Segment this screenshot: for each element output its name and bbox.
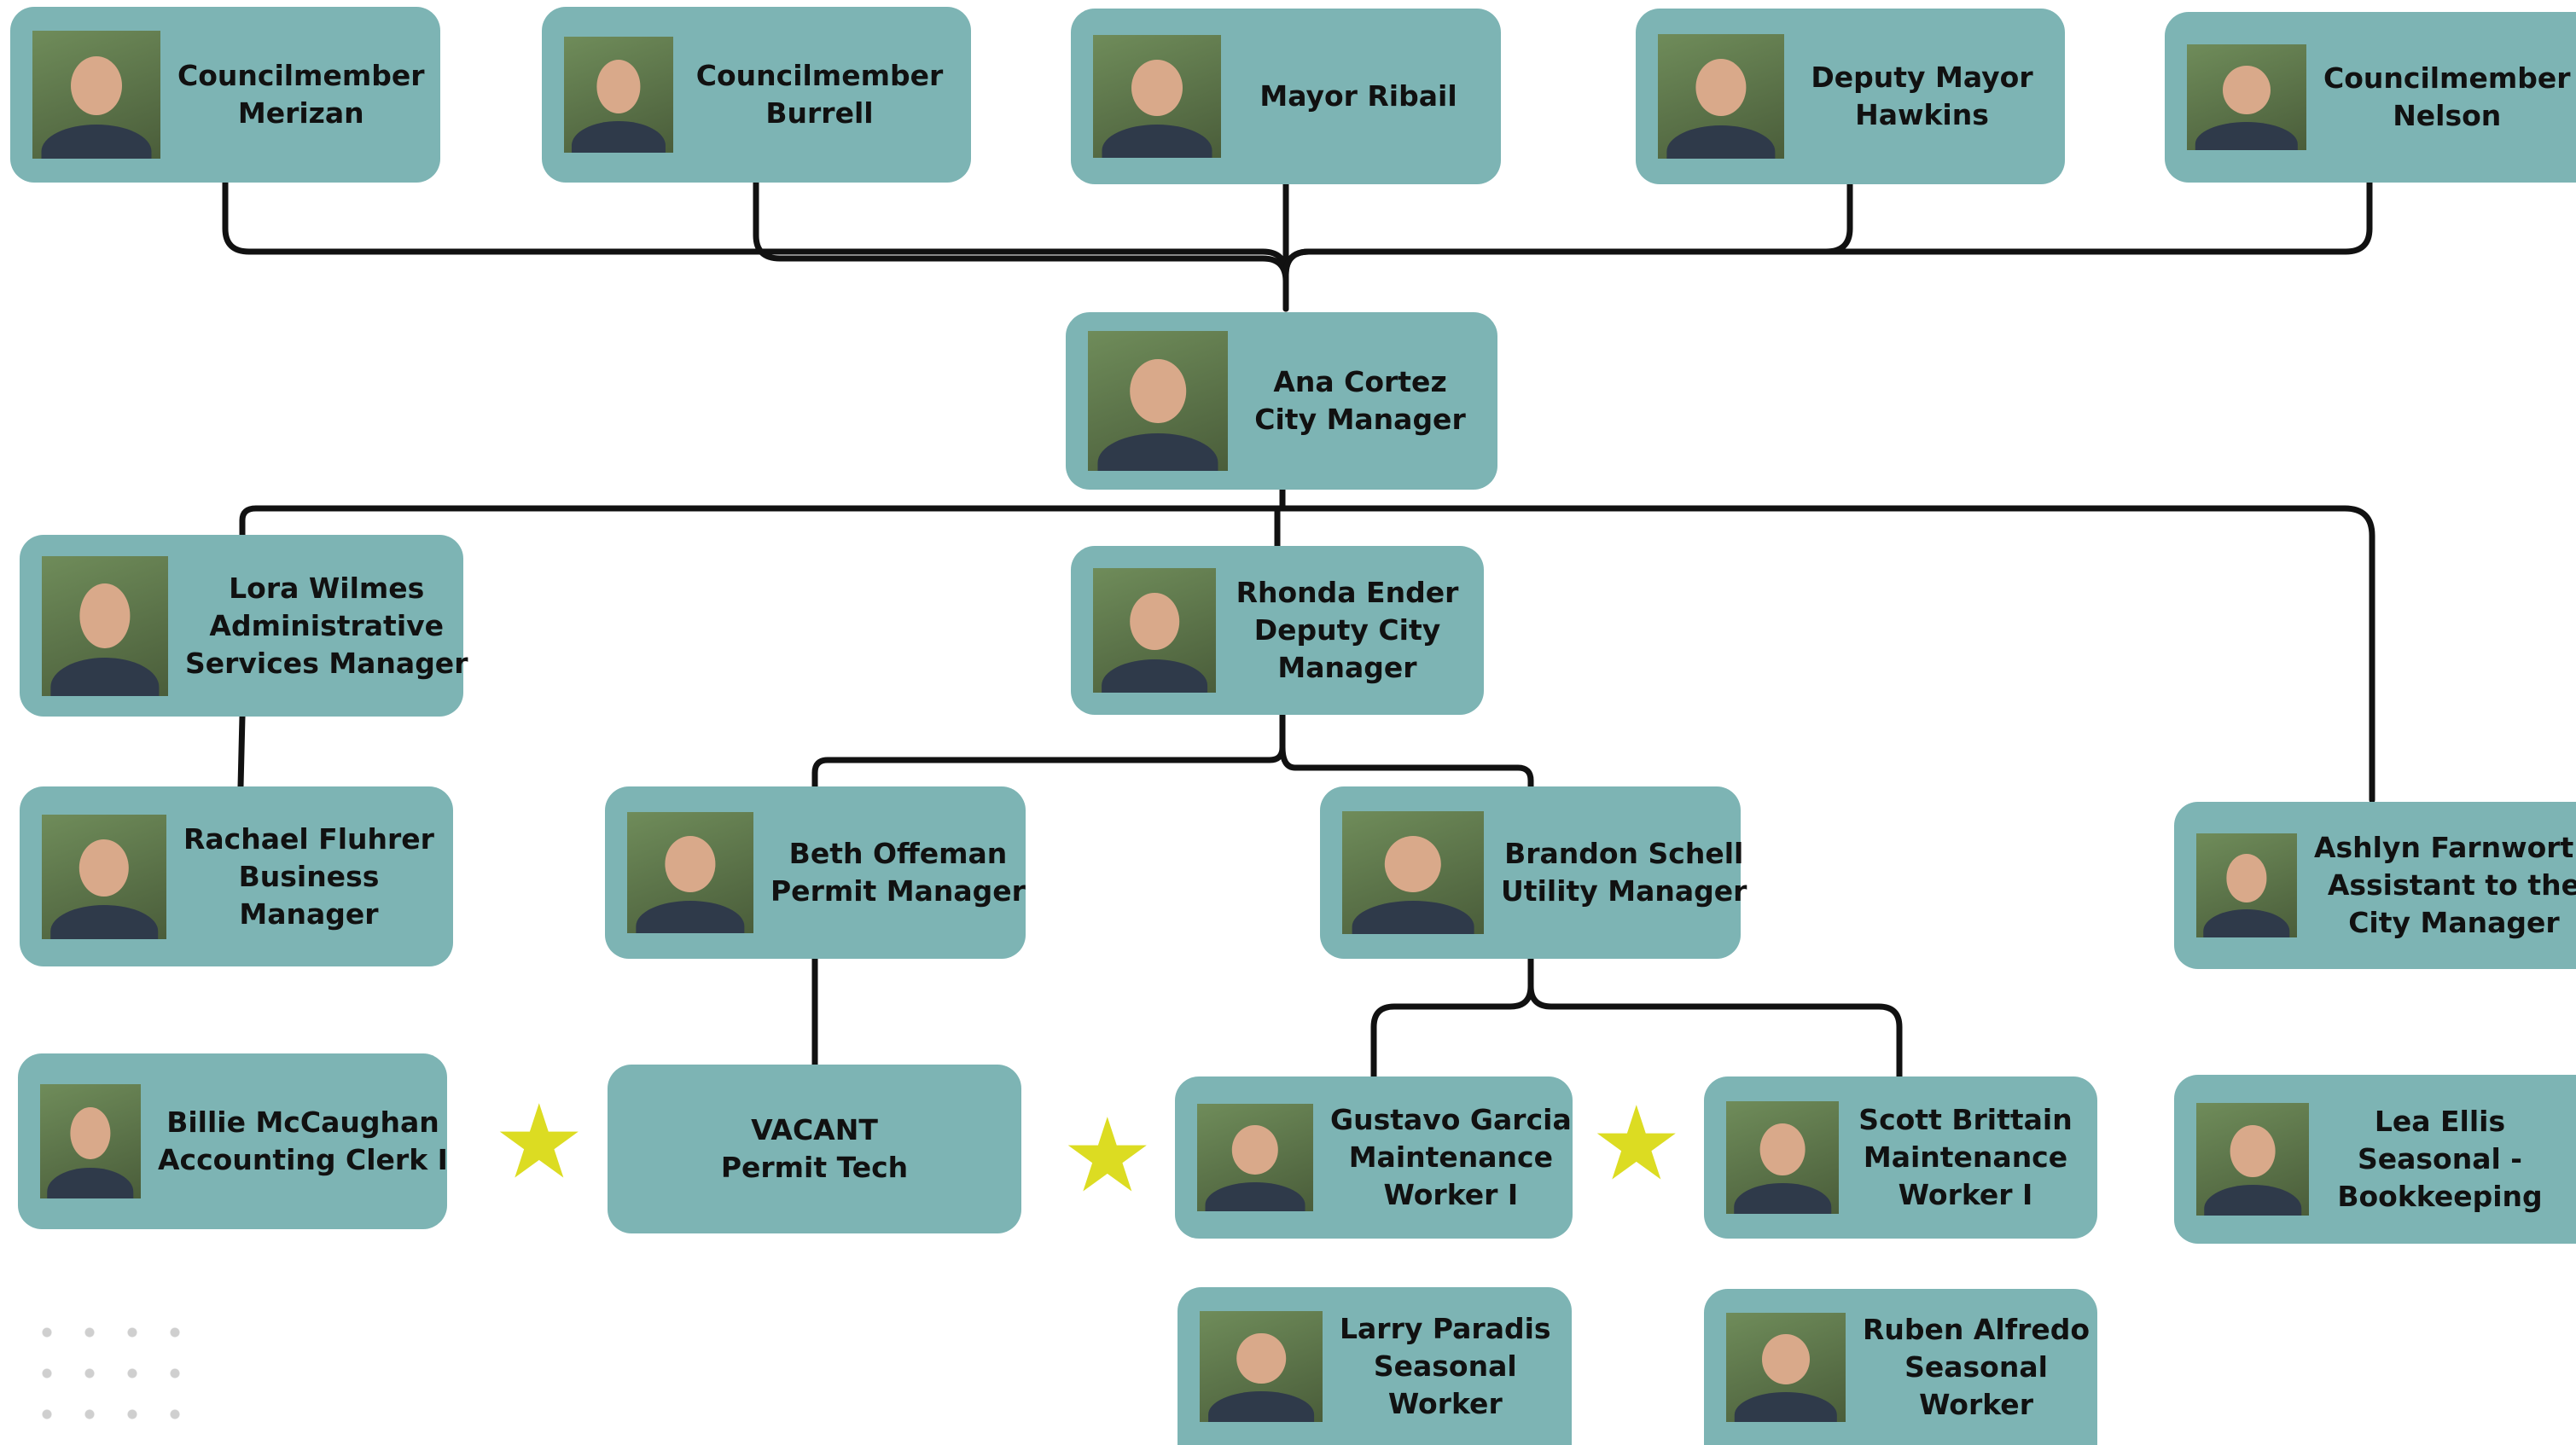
- connector-schell: [1370, 955, 1534, 1080]
- star-icon: ★: [1061, 1097, 1154, 1216]
- connector-ender: [811, 711, 1286, 790]
- photo-garcia: [1197, 1104, 1313, 1211]
- photo-alfredo: [1726, 1312, 1846, 1422]
- photo-farnworth: [2196, 833, 2297, 937]
- photo-nelson: [2187, 44, 2306, 150]
- photo-cortez: [1088, 331, 1228, 471]
- photo-offeman: [627, 812, 753, 933]
- card-mayor-ribail: Mayor Ribail: [1071, 9, 1501, 184]
- card-label: Mayor Ribail: [1259, 79, 1457, 113]
- photo-wilmes: [42, 555, 168, 696]
- photo-schell: [1342, 811, 1484, 934]
- photo-ender: [1093, 568, 1216, 693]
- connector-schell: [1527, 983, 1903, 1080]
- decorative-dot-grid: [26, 1312, 188, 1440]
- photo-merizan: [32, 31, 160, 159]
- photo-mccaughan: [40, 1084, 141, 1198]
- photo-ellis: [2196, 1103, 2309, 1216]
- connector-council: [1282, 179, 2373, 278]
- connector-ender: [1279, 744, 1534, 790]
- connector-manager: [239, 505, 2375, 804]
- connector-council: [1282, 179, 1853, 278]
- photo-burrell: [564, 37, 673, 153]
- star-icon: ★: [493, 1083, 585, 1202]
- star-icon: ★: [1590, 1085, 1683, 1204]
- photo-fluhrer: [42, 814, 166, 939]
- photo-paradis: [1200, 1310, 1323, 1422]
- photo-hawkins: [1658, 34, 1784, 159]
- connector-wilmes: [237, 713, 246, 790]
- connector-council: [753, 179, 1289, 285]
- photo-ribail: [1093, 35, 1221, 158]
- photo-brittain: [1726, 1101, 1839, 1214]
